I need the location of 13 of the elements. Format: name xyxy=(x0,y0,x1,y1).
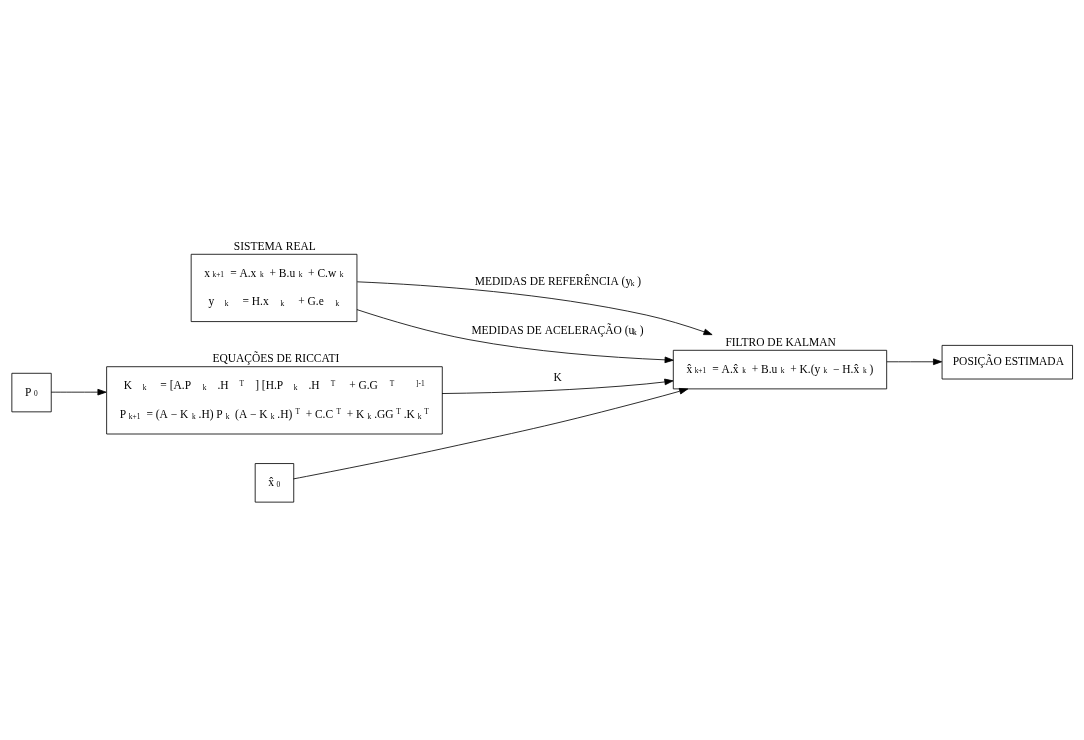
node-box: x̂0 xyxy=(254,463,295,503)
arrow xyxy=(293,388,689,480)
arrow xyxy=(50,388,107,396)
node-label: FILTRO DE KALMAN xyxy=(725,335,836,348)
node-box: POSIÇÃO ESTIMADA xyxy=(941,344,1073,380)
arrow xyxy=(441,378,674,394)
arrow xyxy=(886,358,943,366)
arrow xyxy=(356,309,674,364)
edge-label: K xyxy=(553,370,562,383)
node-label: EQUAÇÕES DE RICCATI xyxy=(212,351,340,364)
arrow xyxy=(356,281,713,336)
node-label: SISTEMA REAL xyxy=(233,239,316,252)
node-box: P0 xyxy=(11,372,52,413)
